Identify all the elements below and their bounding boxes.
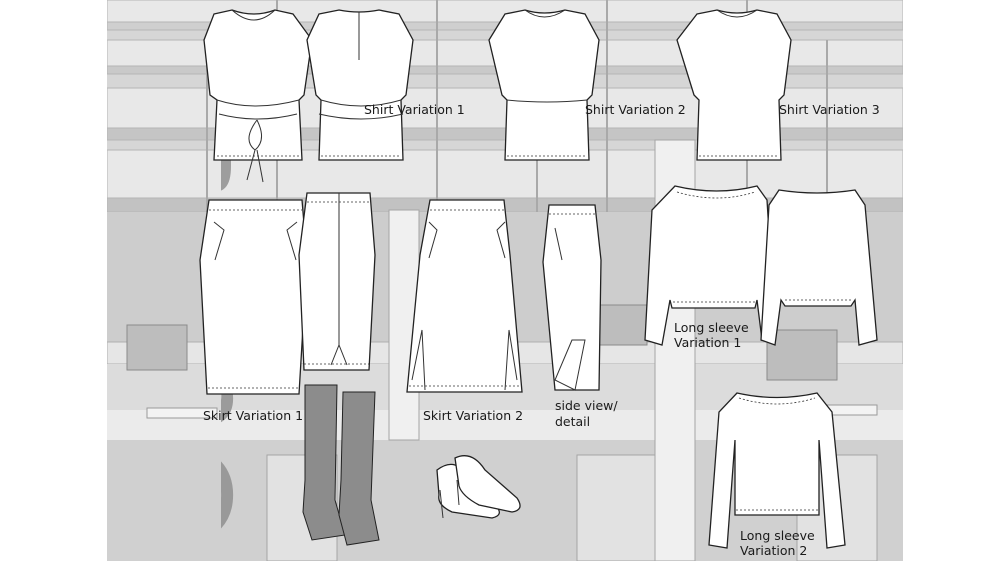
knee-socks [302, 384, 380, 546]
long-sleeve-v1-back [760, 189, 878, 346]
skirt-side-view [542, 204, 602, 391]
high-heels [436, 455, 521, 519]
label-shirt-v1: Shirt Variation 1 [364, 102, 465, 117]
long-sleeve-v2 [708, 392, 846, 549]
label-shirt-v3: Shirt Variation 3 [779, 102, 880, 117]
skirt-v2-front [406, 199, 523, 393]
label-skirt-v2: Skirt Variation 2 [423, 408, 524, 423]
label-long-sleeve-v2-line2: Variation 2 [740, 543, 808, 558]
label-long-sleeve-v1-line2: Variation 1 [674, 335, 742, 350]
label-long-sleeve-v1-line1: Long sleeve [674, 320, 749, 335]
shirt-v2 [488, 9, 600, 161]
label-shirt-v2: Shirt Variation 2 [585, 102, 686, 117]
shirt-v1-front [203, 9, 313, 183]
design-board: Outfit 3 .g { fill: #ffffff; stroke: #22… [107, 0, 903, 561]
shirt-v3 [676, 9, 792, 161]
label-skirt-v1: Skirt Variation 1 [203, 408, 304, 423]
skirt-v1-back [298, 192, 376, 371]
garments-layer: .g { fill: #ffffff; stroke: #222; stroke… [199, 9, 878, 549]
label-long-sleeve-v2-line1: Long sleeve [740, 528, 815, 543]
label-side-view-line2: detail [555, 414, 591, 429]
long-sleeve-v1-front [644, 185, 776, 346]
skirt-v1-front [199, 199, 308, 395]
shirt-v1-back [306, 9, 414, 161]
label-side-view-line1: side view/ [555, 398, 618, 413]
